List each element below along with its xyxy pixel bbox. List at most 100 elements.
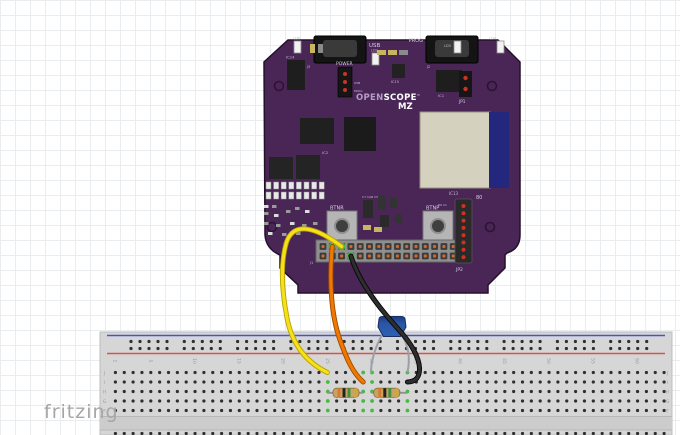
mounting-hole xyxy=(486,80,498,92)
wifi-module xyxy=(419,111,509,189)
ic13-label: IC13 xyxy=(449,191,459,196)
chip xyxy=(300,118,334,144)
openscope-mz-board[interactable]: USB PROG J3 J2 LD6 LD2 LD3 LD4 POWER USB… xyxy=(263,35,521,294)
band-orange xyxy=(337,388,341,398)
power-usb-label: USB xyxy=(354,81,360,85)
black-wire[interactable] xyxy=(348,253,423,385)
silk-text: R6 C1 xyxy=(438,203,447,207)
wifi-antenna-stripe xyxy=(489,112,509,188)
svg-text:55: 55 xyxy=(589,358,595,364)
ld3-label: LD3 xyxy=(444,44,451,48)
band-green xyxy=(388,388,392,398)
jp2-label: JP2 xyxy=(455,267,463,273)
prog-label: PROG xyxy=(409,38,423,44)
power-prog-label: PROG xyxy=(354,89,363,93)
usb-label: USB xyxy=(369,43,381,49)
power-rail-holes xyxy=(129,339,649,351)
band-green xyxy=(347,388,351,398)
svg-text:I: I xyxy=(104,380,105,386)
ic14-label: IC14 xyxy=(286,55,295,60)
ld2-label: LD2 xyxy=(371,49,378,53)
led-ld3 xyxy=(453,40,462,54)
component xyxy=(363,200,373,218)
led-ld6 xyxy=(293,40,302,54)
resistor-arrays xyxy=(265,181,325,200)
svg-text:MZ: MZ xyxy=(398,102,413,112)
svg-text:OPENSCOPE™: OPENSCOPE™ xyxy=(356,93,421,103)
svg-text:H: H xyxy=(103,389,106,395)
chip-ic15 xyxy=(392,64,405,78)
component xyxy=(380,215,389,227)
svg-text:5: 5 xyxy=(147,360,153,363)
yellow-wire[interactable] xyxy=(279,226,345,375)
svg-text:60: 60 xyxy=(634,358,640,364)
ld6-label: LD6 xyxy=(293,37,300,41)
power-select-header xyxy=(337,66,353,98)
resistor-smd xyxy=(399,50,408,55)
resistor-2[interactable] xyxy=(371,387,408,398)
btnr-label: BTNR xyxy=(330,206,344,212)
svg-text:H: H xyxy=(666,389,669,395)
capacitor xyxy=(310,44,315,53)
svg-text:1: 1 xyxy=(111,360,117,363)
chip xyxy=(269,157,293,179)
button-btnr[interactable] xyxy=(326,210,358,242)
button-btnp[interactable] xyxy=(422,210,454,242)
left-leg xyxy=(369,334,383,373)
jp2-header[interactable] xyxy=(454,198,473,264)
silk-text: C7 CAB C55 xyxy=(362,195,380,199)
svg-text:F: F xyxy=(103,408,106,414)
resistor-1[interactable] xyxy=(327,387,364,398)
component xyxy=(378,196,386,210)
svg-text:45: 45 xyxy=(501,358,507,364)
led-ld2 xyxy=(371,52,380,66)
svg-text:10: 10 xyxy=(191,358,197,364)
ic1-label: IC1 xyxy=(438,93,445,98)
capacitor xyxy=(388,50,397,55)
svg-text:50: 50 xyxy=(545,358,551,364)
usb-connector xyxy=(313,35,367,64)
mounting-hole xyxy=(484,221,496,233)
j3-label: J3 xyxy=(306,65,310,69)
svg-text:J: J xyxy=(103,370,105,376)
power-label: POWER xyxy=(336,61,353,67)
svg-text:I: I xyxy=(667,380,668,386)
small-passives xyxy=(264,205,318,236)
center-channel xyxy=(100,416,672,430)
svg-text:15: 15 xyxy=(235,358,241,364)
svg-text:20: 20 xyxy=(280,358,286,364)
band-black xyxy=(383,388,387,398)
band-black xyxy=(342,388,346,398)
band-gold xyxy=(395,388,399,398)
j2-label: J2 xyxy=(426,65,430,69)
chip-ic14 xyxy=(287,60,305,90)
ic2-label: IC2 xyxy=(322,150,329,155)
jp1-header xyxy=(459,71,472,97)
resistor-smd xyxy=(318,44,323,53)
svg-text:35: 35 xyxy=(412,358,418,364)
component xyxy=(390,198,397,208)
capacitor xyxy=(363,225,371,230)
capacitor xyxy=(377,50,386,55)
led-ld4 xyxy=(496,40,505,54)
svg-text:40: 40 xyxy=(457,358,463,364)
svg-text:F: F xyxy=(666,408,669,414)
breadboard-holes xyxy=(113,370,666,435)
band-orange xyxy=(378,388,382,398)
fritzing-watermark: fritzing xyxy=(44,401,119,423)
chip-ic1 xyxy=(436,70,462,92)
openscope-logo: OPENSCOPE™ MZ xyxy=(356,93,421,112)
svg-text:25: 25 xyxy=(324,358,330,364)
chip xyxy=(296,155,320,179)
silk-mark: 80 xyxy=(476,195,482,201)
svg-text:G: G xyxy=(103,399,107,405)
band-gold xyxy=(354,388,358,398)
orange-wire[interactable] xyxy=(328,244,366,385)
capacitor xyxy=(374,227,382,232)
main-mcu-chip xyxy=(344,117,376,151)
component xyxy=(395,214,402,223)
svg-text:G: G xyxy=(666,399,670,405)
